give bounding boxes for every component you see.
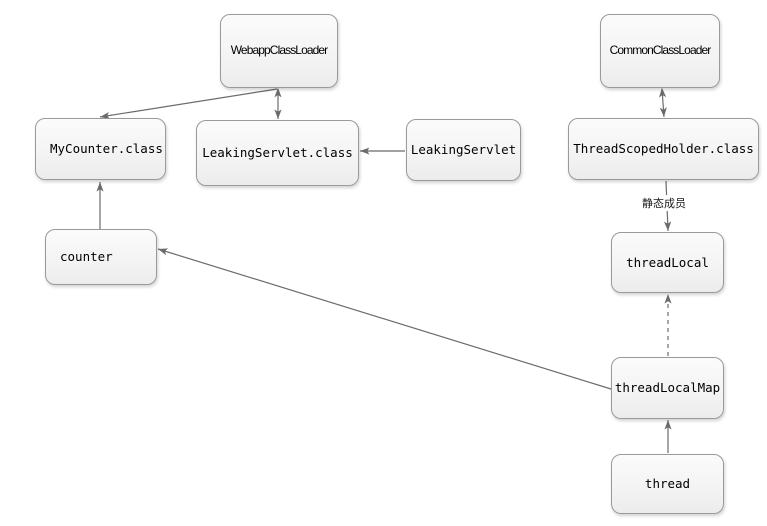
node-thread[interactable]: thread <box>611 454 724 514</box>
node-counter[interactable]: counter <box>45 229 157 285</box>
node-common-classloader[interactable]: CommonClassLoader <box>600 14 720 88</box>
node-label-thread: thread <box>644 476 691 492</box>
node-label-leakingservlet-class: LeakingServlet.class <box>202 145 353 161</box>
node-threadlocalmap[interactable]: threadLocalMap <box>611 357 724 419</box>
static-member-label: 静态成员 <box>640 195 688 211</box>
node-leakingservlet-class[interactable]: LeakingServlet.class <box>196 120 359 186</box>
node-leakingservlet[interactable]: LeakingServlet <box>406 119 521 181</box>
node-label-threadlocal: threadLocal <box>626 254 709 270</box>
node-label-leakingservlet: LeakingServlet <box>410 142 517 158</box>
node-label-mycounter-class: MyCounter.class <box>50 141 163 157</box>
node-label-webapp-classloader: WebappClassLoader <box>230 43 328 58</box>
node-webapp-classloader[interactable]: WebappClassLoader <box>220 14 338 88</box>
node-label-threadlocalmap: threadLocalMap <box>614 380 721 396</box>
node-label-common-classloader: CommonClassLoader <box>609 43 712 58</box>
node-label-threadscopedholder-class: ThreadScopedHolder.class <box>573 141 754 157</box>
edge-webapp-to-mycounter <box>99 88 278 120</box>
node-mycounter-class[interactable]: MyCounter.class <box>35 118 166 180</box>
node-label-counter: counter <box>60 249 113 265</box>
node-threadscopedholder-class[interactable]: ThreadScopedHolder.class <box>568 118 759 180</box>
node-threadlocal[interactable]: threadLocal <box>611 232 724 293</box>
edge-threadlocalmap-to-counter <box>157 248 612 390</box>
edge-common-threadscopedholder <box>659 87 667 118</box>
